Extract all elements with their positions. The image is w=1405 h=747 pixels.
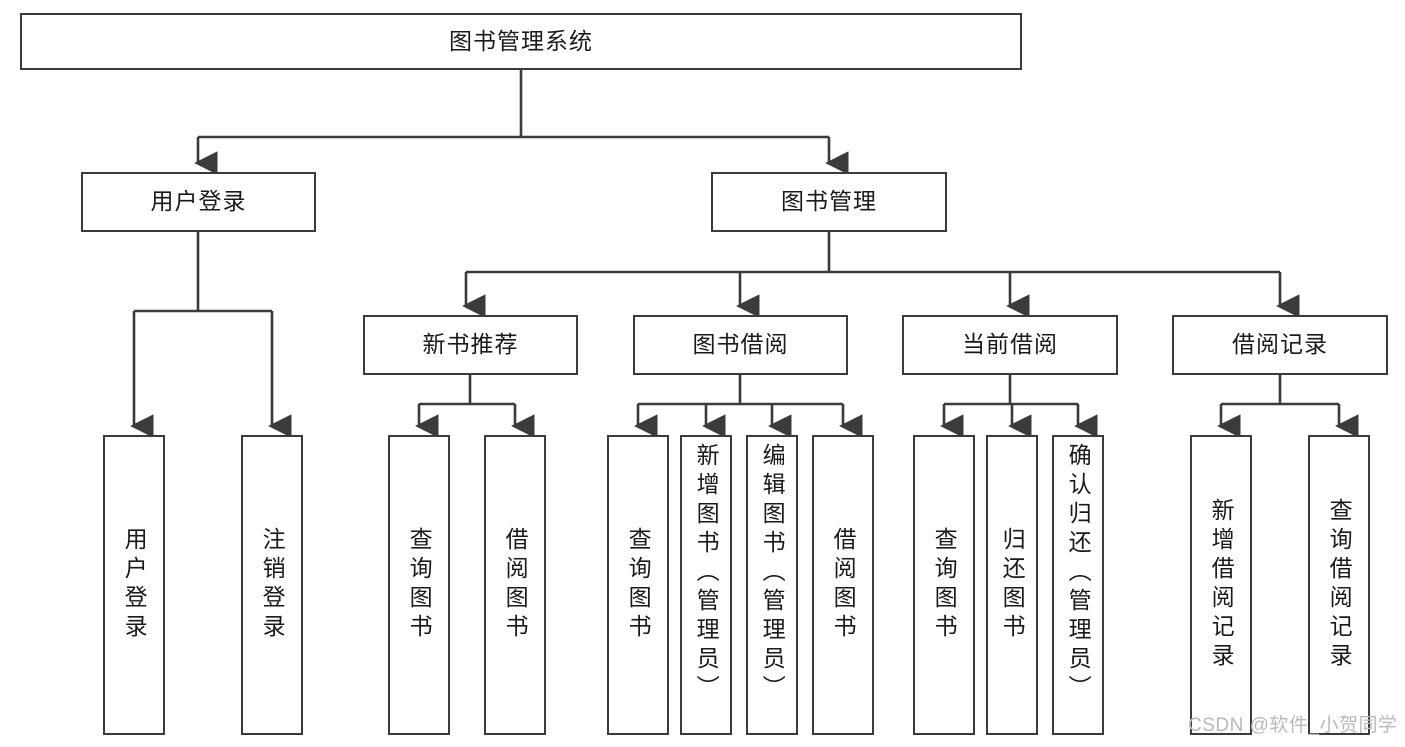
node-book-borrow[interactable]: 图书借阅	[633, 315, 848, 375]
node-current-borrow[interactable]: 当前借阅	[902, 315, 1118, 375]
node-leaf-borrow-book-2-label: 借阅图书	[830, 527, 857, 643]
node-leaf-borrow-book-2[interactable]: 借阅图书	[812, 435, 874, 735]
node-leaf-query-book-2[interactable]: 查询图书	[607, 435, 669, 735]
node-new-book-recommend[interactable]: 新书推荐	[363, 315, 578, 375]
node-root-label: 图书管理系统	[449, 27, 593, 54]
node-leaf-confirm-return-admin-label: 确认归还（管理员）	[1065, 443, 1092, 704]
node-leaf-user-login-label: 用户登录	[121, 527, 148, 643]
node-leaf-return-book-label: 归还图书	[999, 527, 1026, 643]
node-leaf-query-borrow-record[interactable]: 查询借阅记录	[1308, 435, 1370, 735]
node-user-login[interactable]: 用户登录	[81, 172, 316, 232]
node-leaf-add-book-admin[interactable]: 新增图书（管理员）	[680, 435, 732, 735]
node-leaf-query-borrow-record-label: 查询借阅记录	[1326, 498, 1353, 672]
node-book-borrow-label: 图书借阅	[692, 331, 789, 358]
node-borrow-record[interactable]: 借阅记录	[1172, 315, 1388, 375]
node-leaf-add-borrow-record[interactable]: 新增借阅记录	[1190, 435, 1252, 735]
node-book-manage-label: 图书管理	[781, 188, 877, 215]
node-leaf-add-book-admin-label: 新增图书（管理员）	[693, 443, 720, 704]
node-user-login-label: 用户登录	[150, 188, 247, 215]
node-leaf-query-book-2-label: 查询图书	[625, 527, 652, 643]
node-leaf-edit-book-admin-label: 编辑图书（管理员）	[759, 443, 786, 704]
node-root[interactable]: 图书管理系统	[20, 13, 1022, 70]
node-leaf-query-book-3-label: 查询图书	[931, 527, 958, 643]
node-leaf-query-book-1-label: 查询图书	[406, 527, 433, 643]
node-leaf-borrow-book-1[interactable]: 借阅图书	[484, 435, 546, 735]
node-leaf-query-book-3[interactable]: 查询图书	[913, 435, 975, 735]
node-leaf-user-login[interactable]: 用户登录	[103, 435, 165, 735]
watermark: CSDN @软件_小贺同学	[1188, 715, 1398, 736]
node-leaf-user-logout[interactable]: 注销登录	[241, 435, 303, 735]
node-leaf-user-logout-label: 注销登录	[259, 527, 286, 643]
node-borrow-record-label: 借阅记录	[1232, 331, 1328, 358]
node-leaf-query-book-1[interactable]: 查询图书	[388, 435, 450, 735]
node-new-book-recommend-label: 新书推荐	[422, 331, 519, 358]
node-leaf-add-borrow-record-label: 新增借阅记录	[1208, 498, 1235, 672]
node-leaf-edit-book-admin[interactable]: 编辑图书（管理员）	[746, 435, 798, 735]
node-leaf-return-book[interactable]: 归还图书	[986, 435, 1038, 735]
node-book-manage[interactable]: 图书管理	[711, 172, 947, 232]
node-leaf-borrow-book-1-label: 借阅图书	[502, 527, 529, 643]
node-leaf-confirm-return-admin[interactable]: 确认归还（管理员）	[1052, 435, 1104, 735]
node-current-borrow-label: 当前借阅	[962, 331, 1058, 358]
